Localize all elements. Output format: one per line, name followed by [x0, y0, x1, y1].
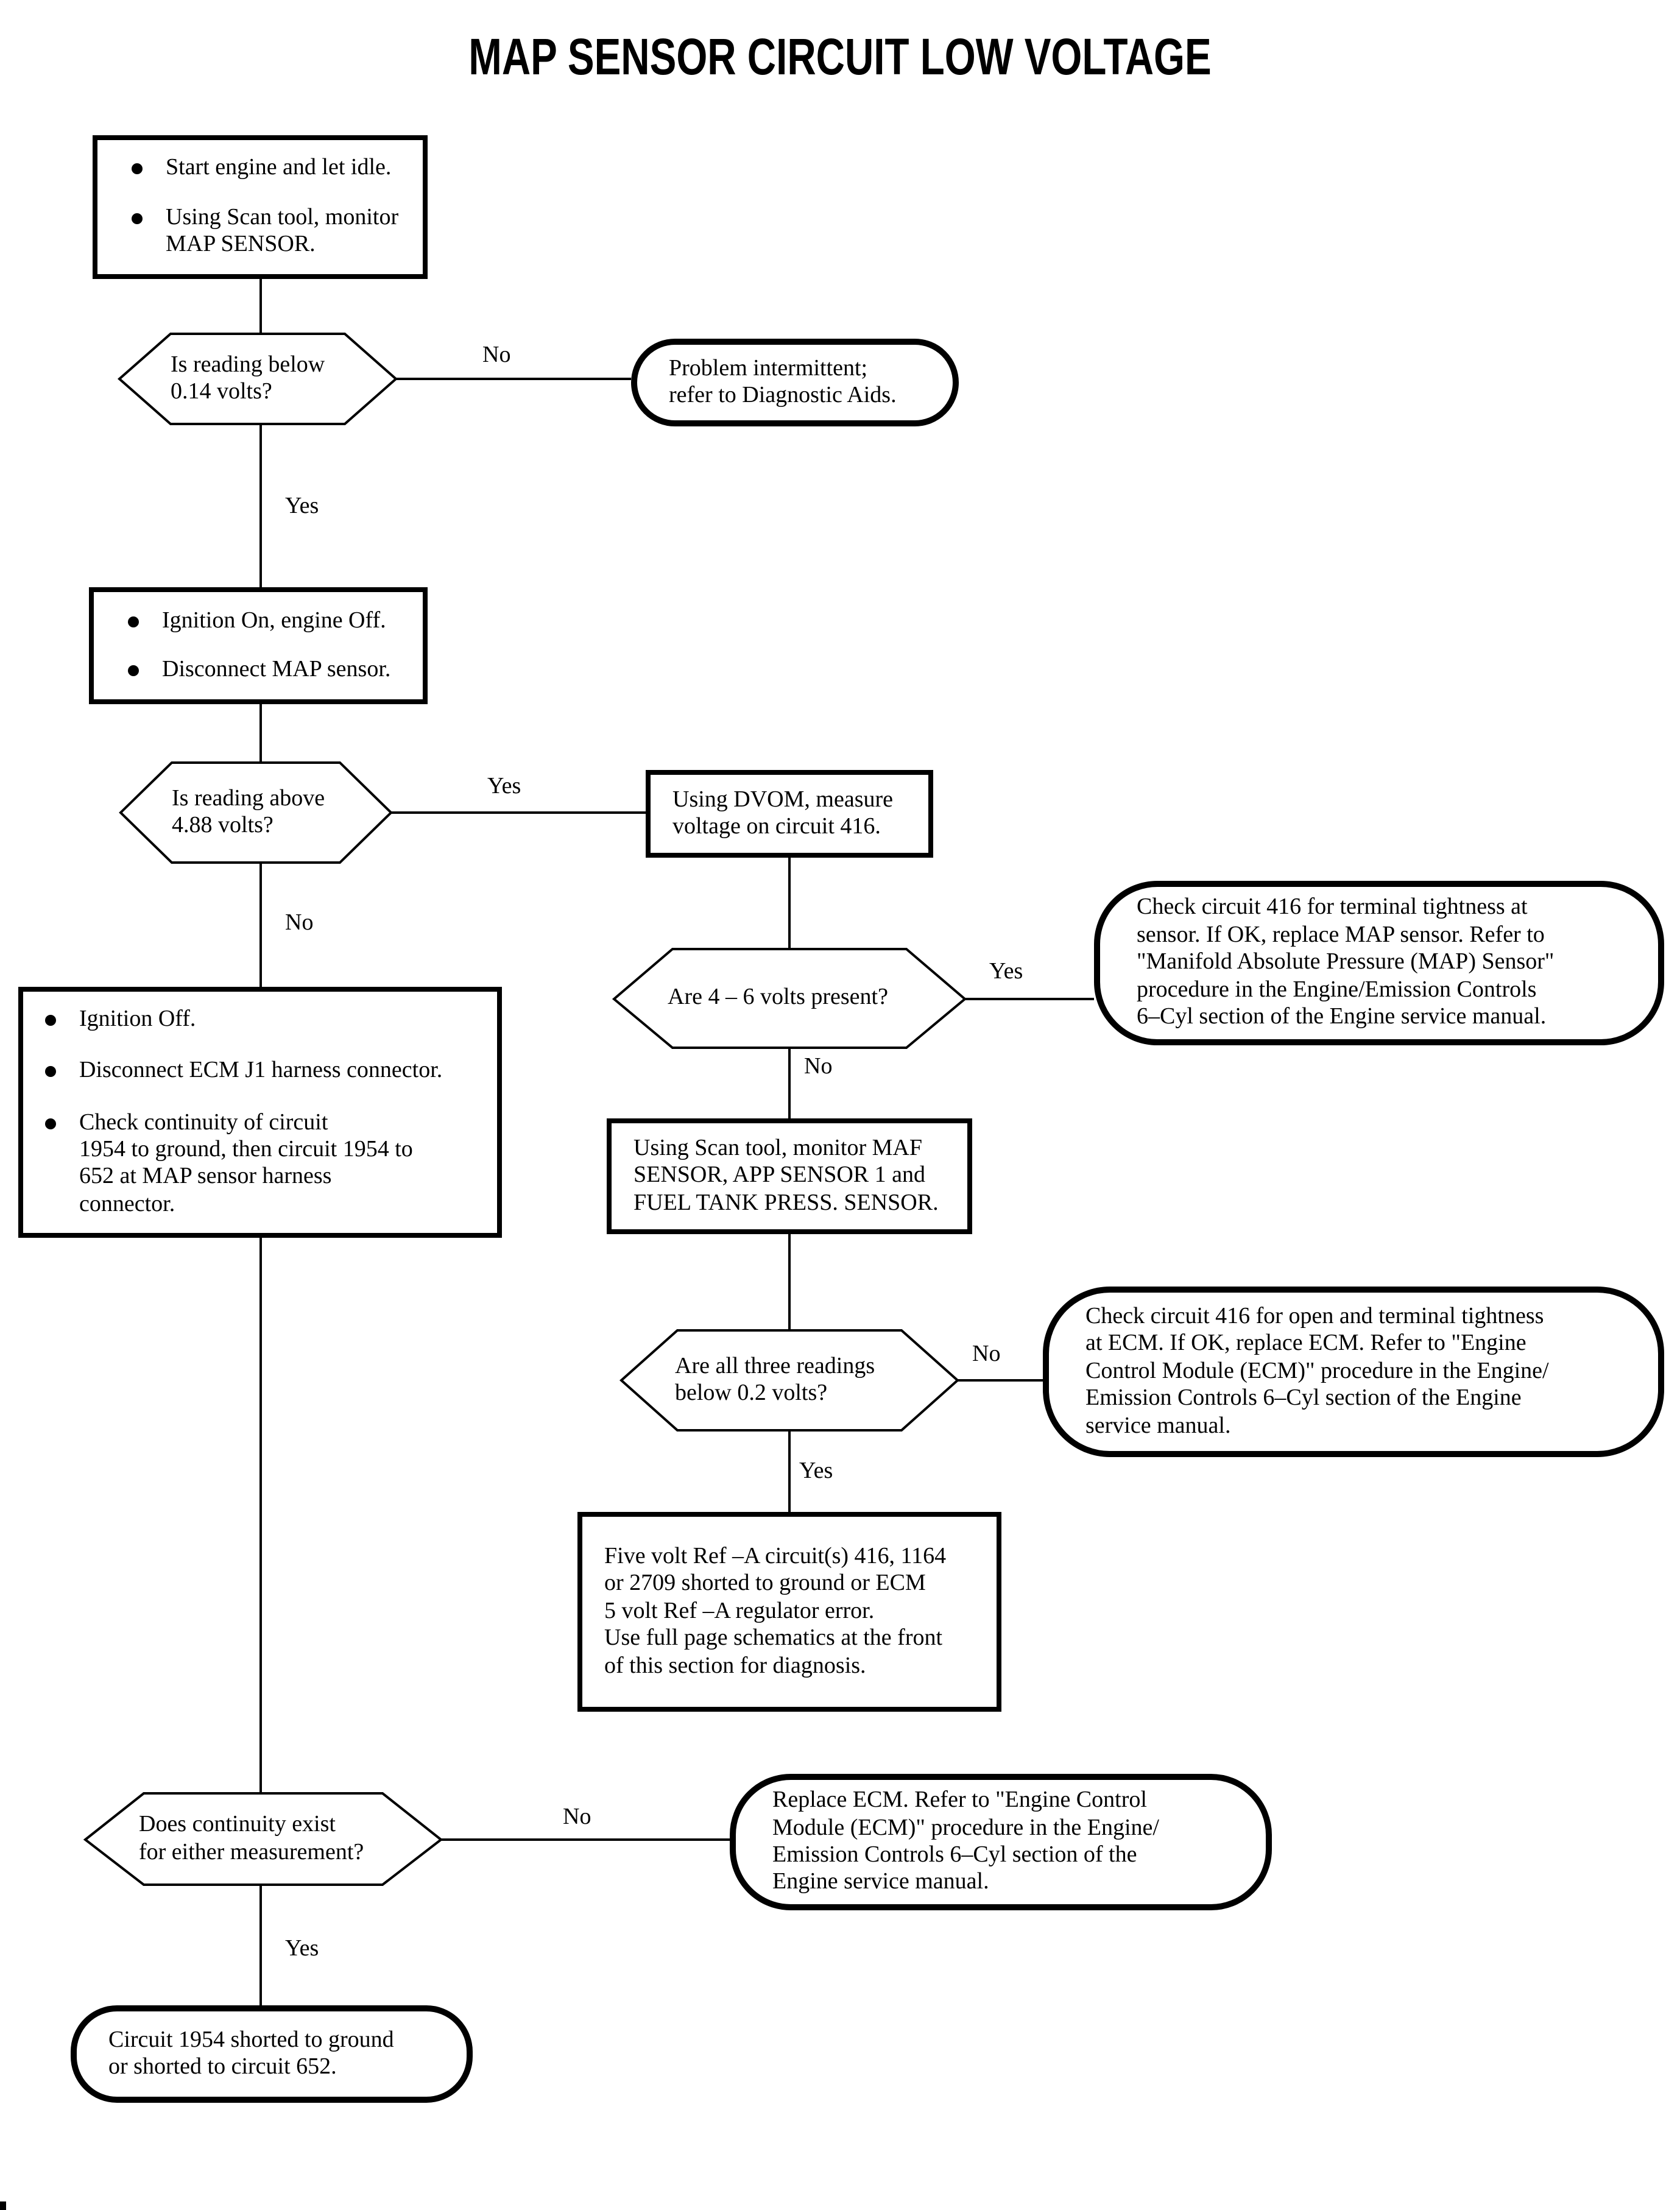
decision-reading-above: Is reading above 4.88 volts? — [121, 763, 391, 863]
decision-hexagon-shape — [117, 333, 398, 425]
page-title: MAP SENSOR CIRCUIT LOW VOLTAGE — [468, 28, 1212, 85]
branch-label-no: No — [563, 1804, 591, 1830]
bullet-text: Ignition On, engine Off. — [162, 607, 386, 634]
bullet-text: Check continuity of circuit 1954 to grou… — [79, 1109, 413, 1217]
decision-hexagon-shape — [119, 761, 393, 864]
branch-label-yes: Yes — [285, 1936, 319, 1961]
process-ignition-off: Ignition Off. Disconnect ECM J1 harness … — [18, 987, 502, 1238]
terminator-check-sensor: Check circuit 416 for terminal tightness… — [1094, 881, 1664, 1045]
bullet-icon — [45, 1066, 56, 1078]
decision-volts-present: Are 4 – 6 volts present? — [614, 949, 965, 1048]
decision-text: Are 4 – 6 volts present? — [668, 984, 888, 1011]
bullet-icon — [132, 213, 143, 224]
branch-label-yes: Yes — [799, 1458, 833, 1484]
bullet-text: Using Scan tool, monitor MAP SENSOR. — [166, 204, 399, 258]
decision-hexagon-shape — [619, 1329, 960, 1432]
decision-reading-below: Is reading below 0.14 volts? — [119, 334, 396, 424]
terminator-text: Check circuit 416 for open and terminal … — [1085, 1303, 1549, 1439]
terminator-check-ecm: Check circuit 416 for open and terminal … — [1043, 1287, 1664, 1457]
terminator-text: Circuit 1954 shorted to ground or shorte… — [108, 2027, 394, 2080]
terminator-text: Problem intermittent; refer to Diagnosti… — [669, 355, 897, 408]
branch-label-no: No — [972, 1341, 1001, 1367]
process-scan-tool-maf: Using Scan tool, monitor MAF SENSOR, APP… — [607, 1118, 972, 1234]
decision-text: Are all three readings below 0.2 volts? — [675, 1353, 875, 1406]
process-dvom-measure: Using DVOM, measure voltage on circuit 4… — [646, 770, 933, 858]
process-ignition-on: Ignition On, engine Off. Disconnect MAP … — [89, 587, 428, 704]
process-start-engine: Start engine and let idle. Using Scan to… — [93, 135, 428, 279]
process-text: Using DVOM, measure voltage on circuit 4… — [672, 786, 894, 839]
decision-text: Is reading above 4.88 volts? — [172, 785, 325, 838]
process-text: Five volt Ref –A circuit(s) 416, 1164 or… — [604, 1543, 947, 1679]
bullet-text: Start engine and let idle. — [166, 155, 392, 181]
bullet-icon — [132, 163, 143, 175]
bullet-text: Disconnect ECM J1 harness connector. — [79, 1057, 443, 1084]
terminator-text: Check circuit 416 for terminal tightness… — [1137, 894, 1555, 1030]
decision-text: Is reading below 0.14 volts? — [171, 351, 325, 404]
terminator-replace-ecm: Replace ECM. Refer to "Engine Control Mo… — [730, 1774, 1272, 1910]
branch-label-yes: Yes — [989, 959, 1023, 984]
decision-continuity: Does continuity exist for either measure… — [85, 1793, 441, 1885]
bullet-text: Ignition Off. — [79, 1006, 196, 1032]
branch-label-no: No — [804, 1054, 833, 1079]
scan-artifact — [0, 2201, 6, 2210]
process-five-volt-ref: Five volt Ref –A circuit(s) 416, 1164 or… — [577, 1512, 1001, 1712]
bullet-icon — [45, 1118, 56, 1129]
branch-label-yes: Yes — [487, 774, 521, 799]
branch-label-no: No — [482, 342, 511, 368]
bullet-icon — [128, 665, 139, 676]
branch-label-no: No — [285, 910, 314, 936]
decision-hexagon-shape — [612, 948, 967, 1049]
terminator-problem-intermittent: Problem intermittent; refer to Diagnosti… — [631, 339, 959, 426]
decision-text: Does continuity exist for either measure… — [139, 1812, 364, 1865]
bullet-text: Disconnect MAP sensor. — [162, 657, 391, 682]
bullet-icon — [128, 616, 139, 627]
process-text: Using Scan tool, monitor MAF SENSOR, APP… — [634, 1135, 939, 1216]
bullet-icon — [45, 1014, 56, 1026]
terminator-text: Replace ECM. Refer to "Engine Control Mo… — [772, 1787, 1159, 1895]
decision-three-readings: Are all three readings below 0.2 volts? — [621, 1330, 958, 1430]
terminator-circuit-shorted: Circuit 1954 shorted to ground or shorte… — [71, 2005, 473, 2103]
branch-label-yes: Yes — [285, 493, 319, 519]
decision-hexagon-shape — [83, 1792, 443, 1886]
